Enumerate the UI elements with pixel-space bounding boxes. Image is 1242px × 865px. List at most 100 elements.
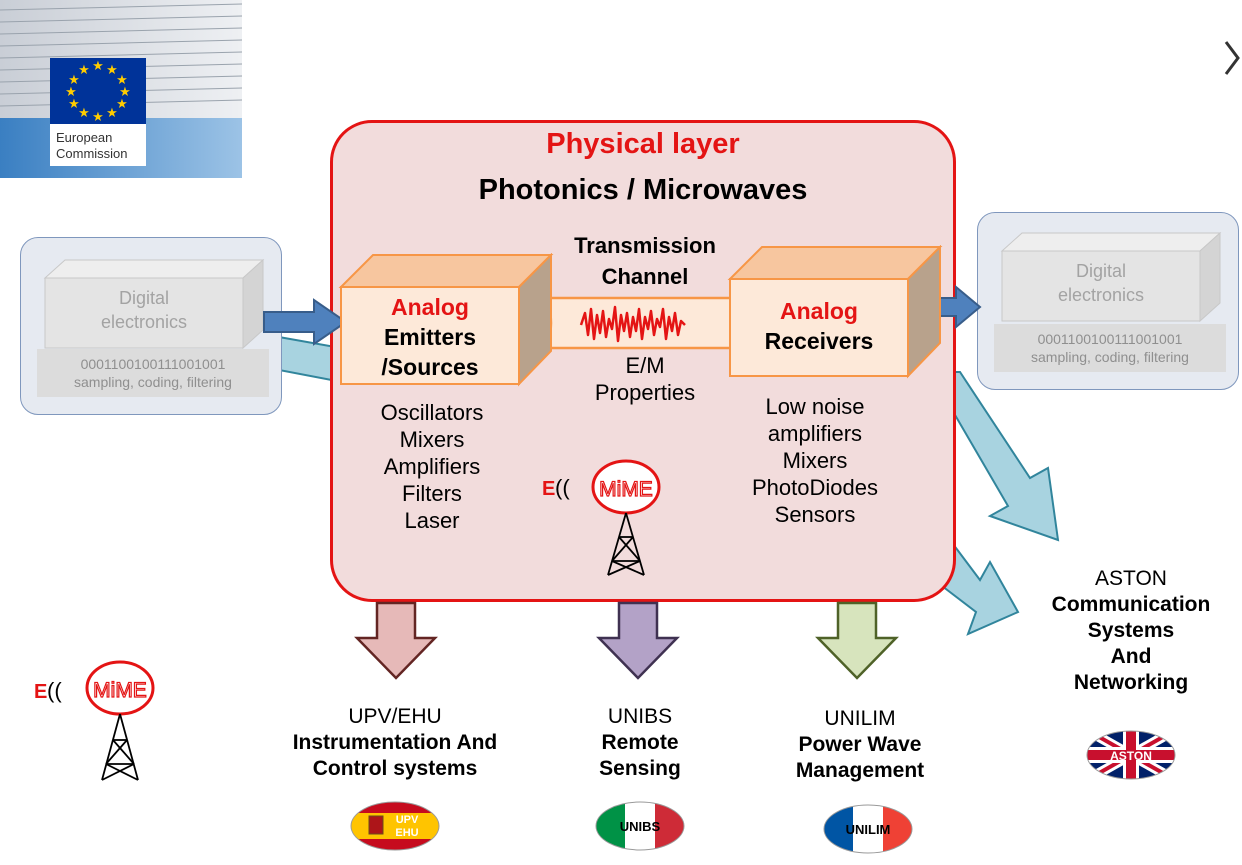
partner-field-1: Instrumentation And xyxy=(292,731,498,754)
transmission-channel-tube xyxy=(525,296,737,350)
mime-e-letter: E xyxy=(34,681,47,703)
processing-text: sampling, coding, filtering xyxy=(74,374,232,390)
chevron-right-icon xyxy=(1224,38,1242,78)
digital-block-left xyxy=(43,258,265,350)
svg-text:★: ★ xyxy=(68,96,80,111)
channel-props-2: Properties xyxy=(594,380,696,405)
channel-props-1: E/M xyxy=(625,353,665,378)
receiver-receivers: Receivers xyxy=(764,328,874,354)
flag-label: UNIBS xyxy=(620,819,661,834)
partner-name: UNIBS xyxy=(607,705,673,728)
mime-waves: (( xyxy=(47,678,62,703)
digital-label-right: Digital electronics xyxy=(1002,259,1200,307)
blue-arrow-left xyxy=(263,298,348,346)
digital-title-1: Digital xyxy=(118,288,170,308)
partner-field-1: Power Wave xyxy=(798,733,922,756)
flag-label-1: UPV xyxy=(396,814,419,826)
emitter-components-list: Oscillators Mixers Amplifiers Filters La… xyxy=(350,399,514,534)
partner-field-2: Systems xyxy=(1087,619,1175,642)
receiver-block xyxy=(727,245,943,379)
mime-e-letter: E xyxy=(542,478,555,500)
european-commission-logo: ★★★ ★★★ ★★★ ★★★ European Commission xyxy=(0,0,243,178)
svg-text:★: ★ xyxy=(106,62,118,77)
partner-name: UNILIM xyxy=(824,707,896,730)
partner-unibs: UNIBS Remote Sensing xyxy=(560,704,720,782)
emitter-block xyxy=(338,253,554,387)
list-item: Filters xyxy=(402,481,462,506)
channel-title-2: Channel xyxy=(601,264,689,289)
list-item: Oscillators xyxy=(380,400,484,425)
digital-label-left: Digital electronics xyxy=(45,286,243,334)
mime-logo-center: E (( MiME xyxy=(542,459,661,576)
partner-aston: ASTON Communication Systems And Networki… xyxy=(1026,566,1236,696)
partner-field-4: Networking xyxy=(1073,671,1189,694)
list-item: Sensors xyxy=(774,502,856,527)
list-item: Mixers xyxy=(782,448,848,473)
list-item: Mixers xyxy=(399,427,465,452)
partner-field-2: Sensing xyxy=(599,757,681,780)
partner-field-1: Communication xyxy=(1051,593,1211,616)
partner-unilim: UNILIM Power Wave Management xyxy=(770,706,950,784)
partner-name: ASTON xyxy=(1095,567,1167,590)
list-item: Laser xyxy=(404,508,460,533)
partner-field-2: Management xyxy=(795,759,925,782)
mime-word: MiME xyxy=(93,679,147,702)
bits-box-right: 0001100100111001001 sampling, coding, fi… xyxy=(994,324,1226,372)
emitter-sources: /Sources xyxy=(381,354,479,380)
emitter-analog: Analog xyxy=(391,294,469,320)
receiver-analog: Analog xyxy=(780,298,858,324)
bit-sequence: 0001100100111001001 xyxy=(80,356,226,372)
arrow-down-unibs xyxy=(596,601,680,680)
svg-text:★: ★ xyxy=(65,84,77,99)
spain-flag-badge: UPV EHU xyxy=(350,801,440,851)
receiver-label: Analog Receivers xyxy=(730,296,908,356)
mime-logo-left: E (( MiME xyxy=(34,660,155,781)
flag-label: UNILIM xyxy=(846,822,891,837)
svg-text:★: ★ xyxy=(78,105,90,120)
partner-name: UPV/EHU xyxy=(348,705,442,728)
partner-upv-ehu: UPV/EHU Instrumentation And Control syst… xyxy=(250,704,540,782)
bits-box-left: 0001100100111001001 sampling, coding, fi… xyxy=(37,349,269,397)
receiver-components-list: Low noise amplifiers Mixers PhotoDiodes … xyxy=(730,393,900,528)
list-item: Low noise xyxy=(765,394,865,419)
arrow-down-unilim xyxy=(815,601,899,680)
digital-electronics-panel-left: Digital electronics 0001100100111001001 … xyxy=(20,237,282,415)
physical-layer-title: Physical layer xyxy=(546,128,740,160)
processing-text: sampling, coding, filtering xyxy=(1031,349,1189,365)
mime-word: MiME xyxy=(599,478,653,501)
svg-text:★: ★ xyxy=(92,58,104,73)
digital-block-right xyxy=(1000,231,1222,323)
list-item: amplifiers xyxy=(767,421,863,446)
bit-sequence: 0001100100111001001 xyxy=(1037,331,1183,347)
svg-text:★: ★ xyxy=(78,62,90,77)
france-flag-badge: UNILIM xyxy=(823,804,913,854)
italy-flag-badge: UNIBS xyxy=(595,801,685,851)
partner-field-2: Control systems xyxy=(312,757,478,780)
channel-properties: E/M Properties xyxy=(560,352,730,406)
uk-flag-badge: ASTON xyxy=(1086,730,1176,780)
light-blue-arrow-aston-1 xyxy=(928,371,1060,542)
em-wave-signal xyxy=(579,305,686,343)
eu-logo-text-2: Commission xyxy=(56,146,128,161)
svg-text:★: ★ xyxy=(119,84,131,99)
arrow-down-upv xyxy=(354,601,438,680)
eu-logo-text-1: European xyxy=(56,130,112,145)
list-item: PhotoDiodes xyxy=(752,475,878,500)
channel-title-1: Transmission xyxy=(574,233,716,258)
svg-text:★: ★ xyxy=(116,72,128,87)
mime-waves: (( xyxy=(555,475,570,500)
partner-field-3: And xyxy=(1110,645,1152,668)
emitter-label: Analog Emitters /Sources xyxy=(341,292,519,382)
digital-title-1: Digital xyxy=(1075,261,1127,281)
svg-text:★: ★ xyxy=(92,109,104,124)
digital-title-2: electronics xyxy=(100,312,188,332)
flag-label-2: EHU xyxy=(395,827,418,839)
svg-text:★: ★ xyxy=(116,96,128,111)
list-item: Amplifiers xyxy=(383,454,481,479)
flag-label: ASTON xyxy=(1110,749,1152,763)
photonics-title: Photonics / Microwaves xyxy=(478,174,808,206)
channel-title: Transmission Channel xyxy=(540,230,750,292)
digital-electronics-panel-right: Digital electronics 0001100100111001001 … xyxy=(977,212,1239,390)
svg-text:★: ★ xyxy=(68,72,80,87)
emitter-emitters: Emitters xyxy=(383,324,477,350)
